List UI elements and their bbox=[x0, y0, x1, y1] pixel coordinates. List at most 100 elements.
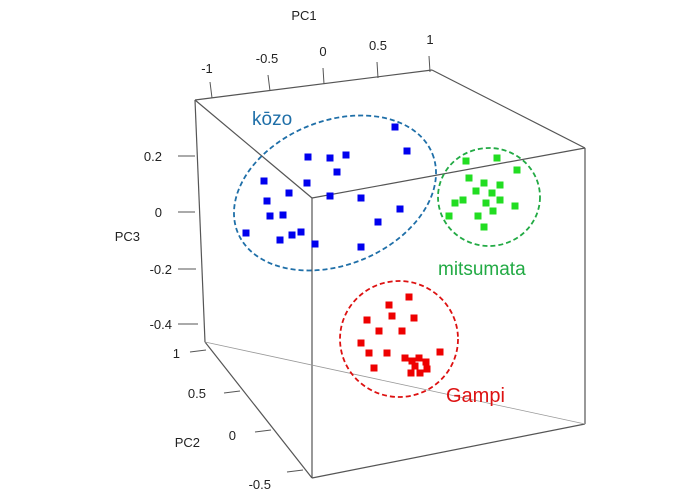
data-point bbox=[489, 207, 497, 215]
data-point bbox=[375, 327, 383, 335]
data-point bbox=[285, 189, 293, 197]
pc1-tick-label: -1 bbox=[201, 61, 213, 76]
box-edge bbox=[194, 99, 206, 343]
data-point bbox=[496, 181, 504, 189]
box-edge bbox=[204, 341, 313, 479]
box-edge bbox=[311, 423, 586, 479]
data-point bbox=[311, 240, 319, 248]
data-point bbox=[357, 194, 365, 202]
box-edge-back bbox=[204, 341, 586, 425]
data-point bbox=[401, 354, 409, 362]
data-point bbox=[276, 236, 284, 244]
data-point bbox=[472, 187, 480, 195]
data-point bbox=[415, 354, 423, 362]
data-point bbox=[405, 293, 413, 301]
data-point bbox=[488, 189, 496, 197]
data-point bbox=[511, 202, 519, 210]
mitsumata-cluster-ring bbox=[437, 147, 541, 247]
data-point bbox=[326, 192, 334, 200]
pc3-axis-label: PC3 bbox=[115, 229, 140, 244]
box-edge bbox=[431, 69, 586, 149]
data-point bbox=[416, 369, 424, 377]
pc1-tick bbox=[376, 61, 379, 79]
data-point bbox=[445, 212, 453, 220]
data-point bbox=[365, 349, 373, 357]
pc3-tick-label: 0 bbox=[155, 205, 162, 220]
data-point bbox=[407, 369, 415, 377]
data-point bbox=[403, 147, 411, 155]
data-point bbox=[279, 211, 287, 219]
pc2-tick bbox=[189, 349, 207, 353]
data-point bbox=[383, 349, 391, 357]
data-point bbox=[513, 166, 521, 174]
pc2-axis-label: PC2 bbox=[175, 435, 200, 450]
box-edge bbox=[194, 99, 313, 199]
data-point bbox=[423, 365, 431, 373]
data-point bbox=[451, 199, 459, 207]
plot-box bbox=[194, 69, 586, 479]
data-point bbox=[326, 154, 334, 162]
pc1-tick bbox=[428, 55, 431, 73]
box-edge bbox=[194, 69, 433, 101]
pc3-axis bbox=[178, 155, 198, 325]
pc2-tick bbox=[286, 469, 304, 473]
data-point bbox=[474, 212, 482, 220]
data-point bbox=[465, 174, 473, 182]
mitsumata-label: mitsumata bbox=[438, 259, 526, 280]
data-point bbox=[480, 223, 488, 231]
data-point bbox=[388, 312, 396, 320]
pc3-tick-label: 0.2 bbox=[144, 149, 162, 164]
pc3-tick-label: -0.4 bbox=[150, 317, 172, 332]
data-point bbox=[482, 199, 490, 207]
data-point bbox=[480, 179, 488, 187]
pc1-tick bbox=[322, 67, 325, 85]
pc1-tick-label: 0.5 bbox=[369, 38, 387, 53]
data-point bbox=[391, 123, 399, 131]
pc2-tick bbox=[223, 390, 241, 394]
data-point bbox=[396, 205, 404, 213]
data-point bbox=[422, 358, 430, 366]
pc1-tick-label: 0 bbox=[319, 44, 326, 59]
data-point bbox=[496, 196, 504, 204]
data-point bbox=[410, 314, 418, 322]
data-point bbox=[436, 348, 444, 356]
pc1-tick bbox=[209, 81, 213, 99]
pc2-tick-label: 0 bbox=[229, 428, 236, 443]
data-point bbox=[263, 197, 271, 205]
pc3-tick-label: -0.2 bbox=[150, 262, 172, 277]
pc1-axis bbox=[209, 55, 431, 99]
kozo-cluster-ring bbox=[233, 114, 437, 272]
data-point bbox=[408, 357, 416, 365]
data-point bbox=[333, 168, 341, 176]
gampi-label: Gampi bbox=[446, 385, 505, 407]
pc2-tick bbox=[254, 429, 272, 433]
data-point bbox=[297, 228, 305, 236]
data-point bbox=[398, 327, 406, 335]
data-point bbox=[357, 339, 365, 347]
data-point bbox=[260, 177, 268, 185]
pc2-tick-label: 0.5 bbox=[188, 386, 206, 401]
pc1-tick bbox=[267, 74, 271, 92]
data-points bbox=[242, 123, 521, 377]
pc1-axis-label: PC1 bbox=[291, 8, 316, 23]
data-point bbox=[357, 243, 365, 251]
data-point bbox=[363, 316, 371, 324]
data-point bbox=[493, 154, 501, 162]
kozo-label: kōzo bbox=[252, 109, 292, 130]
data-point bbox=[304, 153, 312, 161]
pc2-axis bbox=[189, 349, 304, 473]
pc1-tick-label: 1 bbox=[426, 32, 433, 47]
data-point bbox=[411, 362, 419, 370]
data-point bbox=[370, 364, 378, 372]
data-point bbox=[288, 231, 296, 239]
gampi-cluster-ring bbox=[339, 280, 459, 398]
pc2-tick-label: -0.5 bbox=[249, 477, 271, 492]
data-point bbox=[242, 229, 250, 237]
data-point bbox=[374, 218, 382, 226]
data-point bbox=[266, 212, 274, 220]
pc1-tick-label: -0.5 bbox=[256, 51, 278, 66]
pc2-tick-label: 1 bbox=[173, 346, 180, 361]
data-point bbox=[342, 151, 350, 159]
data-point bbox=[303, 179, 311, 187]
